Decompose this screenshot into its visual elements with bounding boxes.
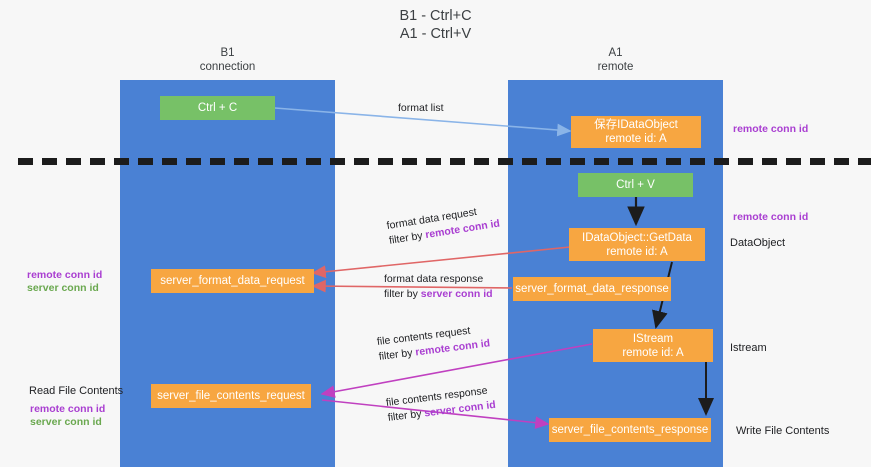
node-server-format-data-request[interactable]: server_format_data_request	[151, 269, 314, 293]
lane-header-a1-line1: A1	[608, 47, 623, 59]
annotation-left-read-file-contents: Read File Contents	[29, 385, 124, 397]
node-ctrl-c[interactable]: Ctrl + C	[160, 96, 275, 120]
node-istream[interactable]: IStream remote id: A	[593, 329, 713, 362]
divider-dash	[378, 158, 393, 165]
divider-dash	[306, 158, 321, 165]
divider-dash	[90, 158, 105, 165]
annotation-left-remote-conn-id-2: remote conn id	[30, 403, 106, 415]
divider-dash	[234, 158, 249, 165]
divider-dash	[450, 158, 465, 165]
divider-dash	[714, 158, 729, 165]
node-getdata-line1: IDataObject::GetData	[582, 231, 692, 244]
divider-dash	[690, 158, 705, 165]
divider-dash	[426, 158, 441, 165]
node-ctrl-v-label: Ctrl + V	[616, 179, 655, 191]
divider-dash	[570, 158, 585, 165]
arrow-format-list	[274, 107, 572, 137]
node-server-file-contents-response-label: server_file_contents_response	[551, 424, 709, 436]
annotation-left-server-conn-id-2: server conn id	[30, 416, 102, 428]
divider-dash	[834, 158, 849, 165]
filter-by-prefix-4: filter by	[387, 407, 426, 424]
annotation-left-remote-conn-id-1: remote conn id	[27, 269, 103, 281]
arrow-file-contents-request	[320, 343, 593, 398]
diagram-title: B1 - Ctrl+C A1 - Ctrl+V	[0, 7, 871, 43]
divider-dash	[594, 158, 609, 165]
divider-dash	[786, 158, 801, 165]
divider-dash	[642, 158, 657, 165]
lane-header-b1-line1: B1	[220, 47, 235, 59]
phase-divider	[18, 158, 871, 165]
node-save-idataobject[interactable]: 保存IDataObject remote id: A	[571, 116, 701, 148]
divider-dash	[666, 158, 681, 165]
divider-dash	[498, 158, 513, 165]
divider-dash	[330, 158, 345, 165]
node-save-idataobject-line2: remote id: A	[605, 133, 667, 145]
edge-label-format-data-response: format data response filter by server co…	[384, 272, 493, 302]
node-save-idataobject-line1: 保存IDataObject	[594, 119, 678, 131]
divider-dash	[18, 158, 33, 165]
divider-dash	[474, 158, 489, 165]
node-getdata[interactable]: IDataObject::GetData remote id: A	[569, 228, 705, 261]
filter-by-prefix-3: filter by	[378, 346, 417, 363]
divider-dash	[186, 158, 201, 165]
node-istream-line1: IStream	[632, 332, 674, 345]
lane-header-a1-line2: remote	[597, 60, 634, 73]
annotation-right-remote-conn-id-top: remote conn id	[733, 123, 809, 135]
node-istream-line2: remote id: A	[622, 346, 684, 359]
node-server-format-data-response-label: server_format_data_response	[515, 283, 669, 295]
lane-header-b1: B1 connection	[120, 47, 335, 74]
node-server-file-contents-request-label: server_file_contents_request	[157, 390, 305, 402]
divider-dash	[402, 158, 417, 165]
divider-dash	[522, 158, 537, 165]
divider-dash	[762, 158, 777, 165]
divider-dash	[282, 158, 297, 165]
arrow-format-data-response	[311, 279, 513, 293]
divider-dash	[138, 158, 153, 165]
divider-dash	[618, 158, 633, 165]
edge-label-format-data-response-line1: format data response	[384, 273, 484, 285]
annotation-right-istream: Istream	[730, 342, 767, 354]
title-line-2: A1 - Ctrl+V	[399, 26, 472, 42]
divider-dash	[738, 158, 753, 165]
node-server-file-contents-request[interactable]: server_file_contents_request	[151, 384, 311, 408]
divider-dash	[66, 158, 81, 165]
divider-dash	[258, 158, 273, 165]
divider-dash	[858, 158, 871, 165]
node-server-format-data-response[interactable]: server_format_data_response	[513, 277, 671, 301]
divider-dash	[546, 158, 561, 165]
divider-dash	[810, 158, 825, 165]
server-conn-id-key-1: server conn id	[420, 288, 493, 300]
annotation-left-server-conn-id-1: server conn id	[27, 282, 99, 294]
node-ctrl-v[interactable]: Ctrl + V	[578, 173, 693, 197]
annotation-right-write-file-contents: Write File Contents	[736, 425, 830, 437]
node-server-file-contents-response[interactable]: server_file_contents_response	[549, 418, 711, 442]
arrow-format-data-request	[311, 246, 571, 279]
divider-dash	[354, 158, 369, 165]
node-ctrl-c-label: Ctrl + C	[197, 102, 238, 114]
annotation-right-dataobject: DataObject	[730, 237, 786, 249]
edge-label-format-list-text: format list	[398, 102, 444, 114]
node-server-format-data-request-label: server_format_data_request	[160, 275, 305, 287]
divider-dash	[162, 158, 177, 165]
lane-header-b1-line2: connection	[199, 60, 256, 73]
edge-label-format-data-response-line2: filter by server conn id	[384, 287, 493, 302]
node-getdata-line2: remote id: A	[606, 245, 668, 258]
lane-header-a1: A1 remote	[508, 47, 723, 74]
divider-dash	[42, 158, 57, 165]
divider-dash	[210, 158, 225, 165]
annotation-right-remote-conn-id-mid: remote conn id	[733, 211, 809, 223]
arrow-file-contents-response	[321, 399, 550, 430]
edge-label-format-list: format list	[398, 101, 444, 116]
title-line-1: B1 - Ctrl+C	[399, 8, 472, 24]
divider-dash	[114, 158, 129, 165]
filter-by-prefix-2: filter by	[384, 288, 421, 300]
